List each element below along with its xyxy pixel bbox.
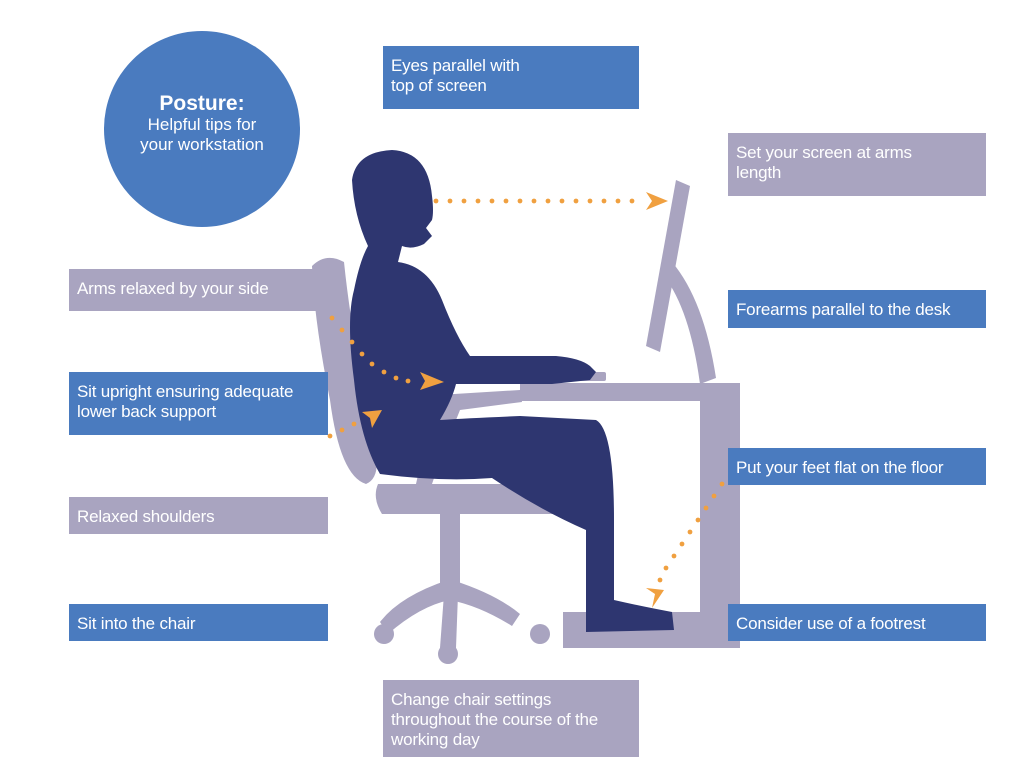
seated-person bbox=[350, 150, 674, 632]
tip-chair-settings: Change chair settings throughout the cou… bbox=[383, 680, 639, 757]
tip-feet: Put your feet flat on the floor bbox=[728, 448, 986, 485]
lower-back-arrow bbox=[327, 410, 382, 439]
title-badge: Posture: Helpful tips for your workstati… bbox=[104, 31, 300, 227]
tip-footrest: Consider use of a footrest bbox=[728, 604, 986, 641]
tip-shoulders: Relaxed shoulders bbox=[69, 497, 328, 534]
guide-arrows bbox=[319, 192, 725, 608]
tip-eyes: Eyes parallel with top of screen bbox=[383, 46, 639, 109]
tip-screen: Set your screen at arms length bbox=[728, 133, 986, 196]
tip-forearms: Forearms parallel to the desk bbox=[728, 290, 986, 328]
feet-arrow bbox=[646, 481, 725, 608]
eye-line-arrow bbox=[433, 192, 668, 210]
tip-upright: Sit upright ensuring adequate lower back… bbox=[69, 372, 328, 435]
tip-arms: Arms relaxed by your side bbox=[69, 269, 328, 311]
subtitle: Helpful tips for your workstation bbox=[140, 115, 264, 154]
monitor bbox=[646, 180, 716, 384]
title: Posture: bbox=[159, 92, 245, 115]
tip-sit: Sit into the chair bbox=[69, 604, 328, 641]
